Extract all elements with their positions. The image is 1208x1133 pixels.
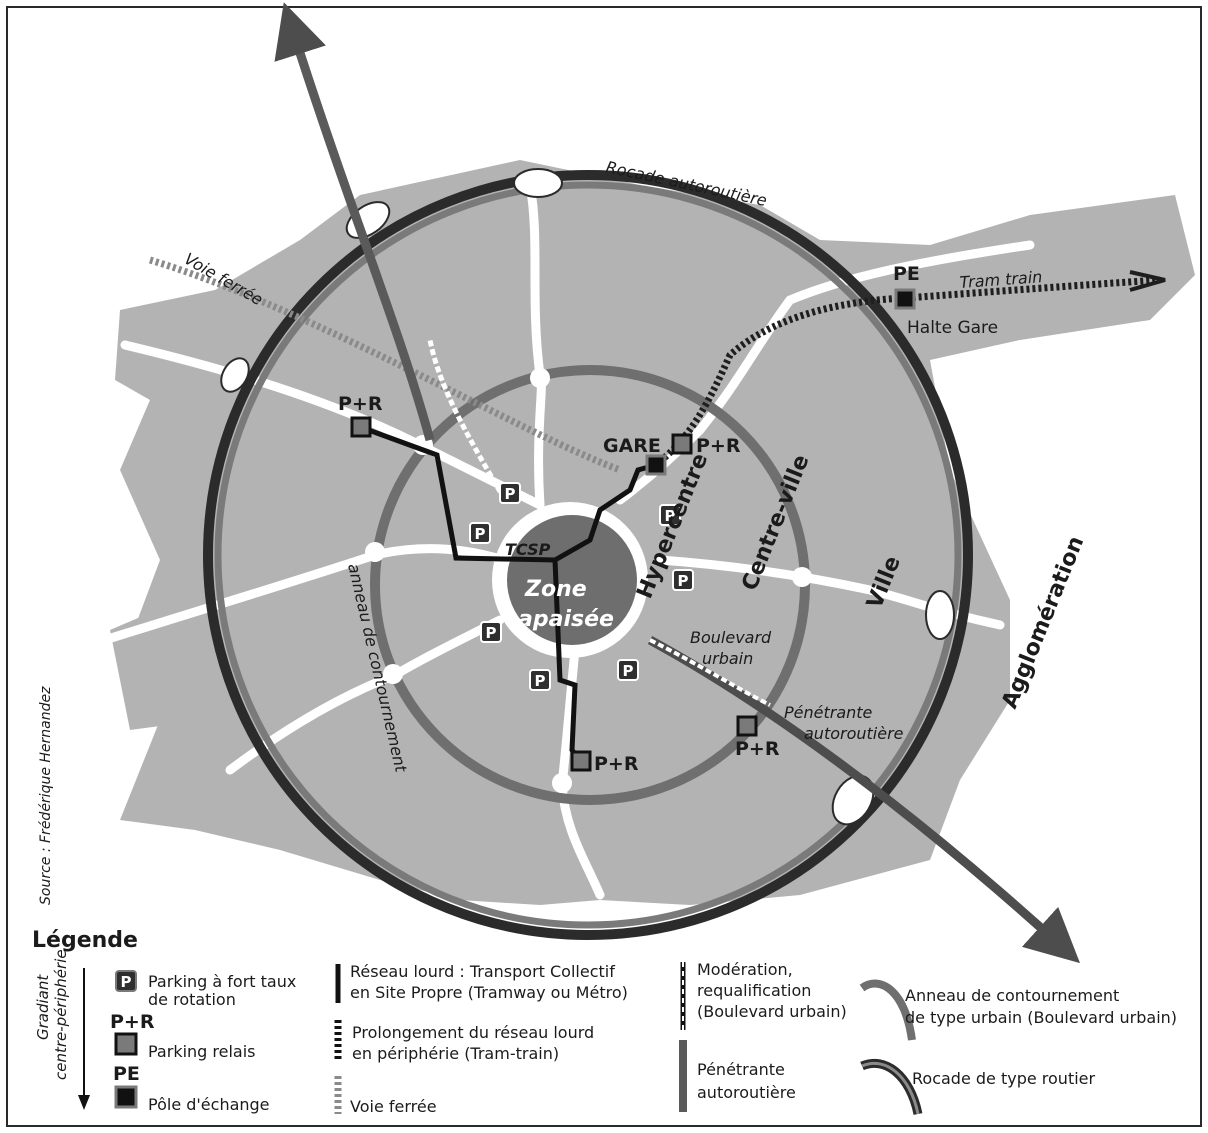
legend-anneau-1: Anneau de contournement <box>905 986 1119 1005</box>
legend-pole-echange: Pôle d'échange <box>148 1095 270 1114</box>
rocade-ring-inner <box>214 181 962 929</box>
legend-rocade-type: Rocade de type routier <box>912 1069 1096 1088</box>
legend-pe-icon <box>114 1085 138 1109</box>
legend-title: Légende <box>32 928 138 953</box>
legend-parking-icon <box>115 970 137 992</box>
zone-apaisee <box>507 515 637 645</box>
label-zone: Zone <box>524 577 587 602</box>
label-gare: GARE <box>603 435 661 457</box>
motorway-north-boulevard <box>427 339 508 502</box>
label-pe-halte: PE <box>893 263 920 285</box>
legend-parking-letter: P <box>121 973 132 991</box>
label-tcsp: TCSP <box>505 540 551 559</box>
tram-train-arrow <box>1129 270 1166 292</box>
parking-p-letters: P P P P P P P <box>475 485 689 690</box>
legend-anneau-2: de type urbain (Boulevard urbain) <box>905 1008 1177 1027</box>
legend-moderation-3: (Boulevard urbain) <box>697 1002 847 1021</box>
legend-parking-rotation-2: de rotation <box>148 990 236 1009</box>
legend-anneau-arc <box>859 979 916 1041</box>
legend-prolongement-1: Prolongement du réseau lourd <box>352 1023 594 1042</box>
park-and-ride-icons <box>350 416 758 772</box>
label-agglomeration: Agglomération <box>997 533 1089 713</box>
label-boulevard-2: urbain <box>702 649 753 668</box>
label-pr-west: P+R <box>338 393 383 415</box>
legend-reseau-lourd-1: Réseau lourd : Transport Collectif <box>350 962 615 981</box>
label-penetrante-2: autoroutière <box>804 724 904 743</box>
legend-gradient-2: centre-périphérie <box>52 949 70 1080</box>
parking-p-icons <box>469 482 694 691</box>
legend-voie-ferree: Voie ferrée <box>350 1097 437 1116</box>
svg-text:P: P <box>623 662 634 680</box>
legend-pr-icon <box>114 1032 138 1056</box>
railway-line <box>148 256 622 474</box>
svg-text:P: P <box>505 485 516 503</box>
legend-penetrante-2: autoroutière <box>697 1083 796 1102</box>
legend-gradient-1: Gradiant <box>34 974 52 1040</box>
legend-penetrante-1: Pénétrante <box>697 1060 785 1079</box>
label-halte-gare: Halte Gare <box>907 318 998 338</box>
legend-prolongement-2: en périphérie (Tram-train) <box>352 1044 559 1063</box>
label-boulevard-1: Boulevard <box>690 628 772 647</box>
motorway-se-boulevard <box>649 638 771 707</box>
label-pr-southeast: P+R <box>735 738 780 760</box>
legend-pe-label: PE <box>113 1063 140 1085</box>
legend-parking-rotation-1: Parking à fort taux <box>148 972 296 991</box>
svg-text:P: P <box>486 624 497 642</box>
svg-text:P: P <box>678 572 689 590</box>
legend-gradient-arrowhead <box>78 1095 90 1110</box>
svg-text:P: P <box>665 507 676 525</box>
label-pr-south: P+R <box>594 753 639 775</box>
legend-moderation-2: requalification <box>697 981 811 1000</box>
legend-reseau-lourd-2: en Site Propre (Tramway ou Métro) <box>350 983 628 1002</box>
label-apaisee: apaisée <box>518 607 614 632</box>
motorway-north <box>274 2 435 442</box>
label-source: Source : Frédérique Hernandez <box>38 686 54 905</box>
legend-parking-relais: Parking relais <box>148 1042 256 1061</box>
label-penetrante-1: Pénétrante <box>784 703 873 722</box>
exchange-pole-icons <box>645 288 916 476</box>
legend-moderation-1: Modération, <box>697 960 793 979</box>
svg-text:P: P <box>475 525 486 543</box>
label-pr-gare: P+R <box>696 435 741 457</box>
legend-rocade-arc-inner <box>861 1061 920 1115</box>
legend-pr-label: P+R <box>110 1011 155 1033</box>
agglomeration-area <box>115 160 1195 905</box>
svg-text:P: P <box>535 672 546 690</box>
rocade-ring-outer <box>203 170 973 940</box>
